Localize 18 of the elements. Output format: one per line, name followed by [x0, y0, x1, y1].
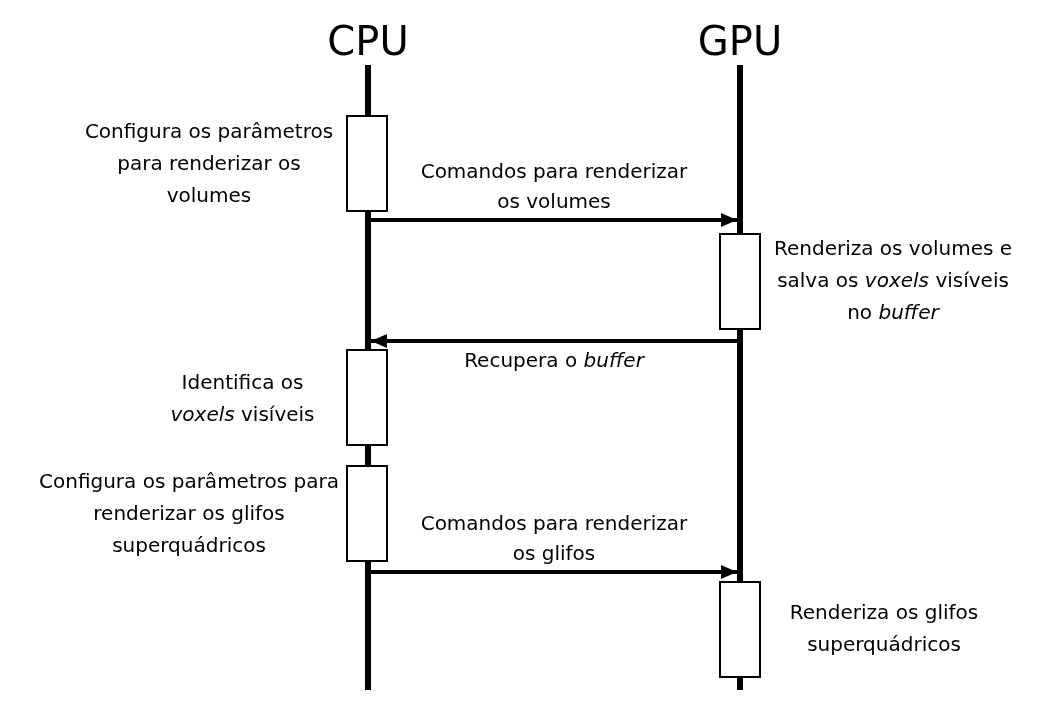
arrow	[371, 334, 737, 348]
column-heading: CPU	[318, 18, 418, 64]
activation-box	[346, 349, 388, 446]
column-heading: GPU	[690, 18, 790, 64]
activation-box	[346, 465, 388, 562]
step-description: Identifica os voxels visíveis	[169, 369, 316, 428]
step-description: Renderiza os volumes e salva os voxels visíveis no buffer	[772, 235, 1014, 326]
step-description: Configura os parâmetros para renderizar os glifos superquádricos	[38, 468, 340, 559]
edge-label: Recupera o buffer	[463, 347, 646, 374]
activation-box	[719, 581, 761, 678]
activation-box	[719, 233, 761, 330]
activation-box	[346, 115, 388, 212]
edge-label: Comandos para renderizar os volumes	[419, 158, 689, 215]
step-description: Configura os parâmetros para renderizar os volumes	[83, 118, 335, 209]
edge-label: Comandos para renderizar os glifos	[419, 510, 689, 567]
step-description: Renderiza os glifos superquádricos	[788, 599, 980, 658]
arrow	[371, 213, 737, 227]
arrow	[371, 565, 737, 579]
